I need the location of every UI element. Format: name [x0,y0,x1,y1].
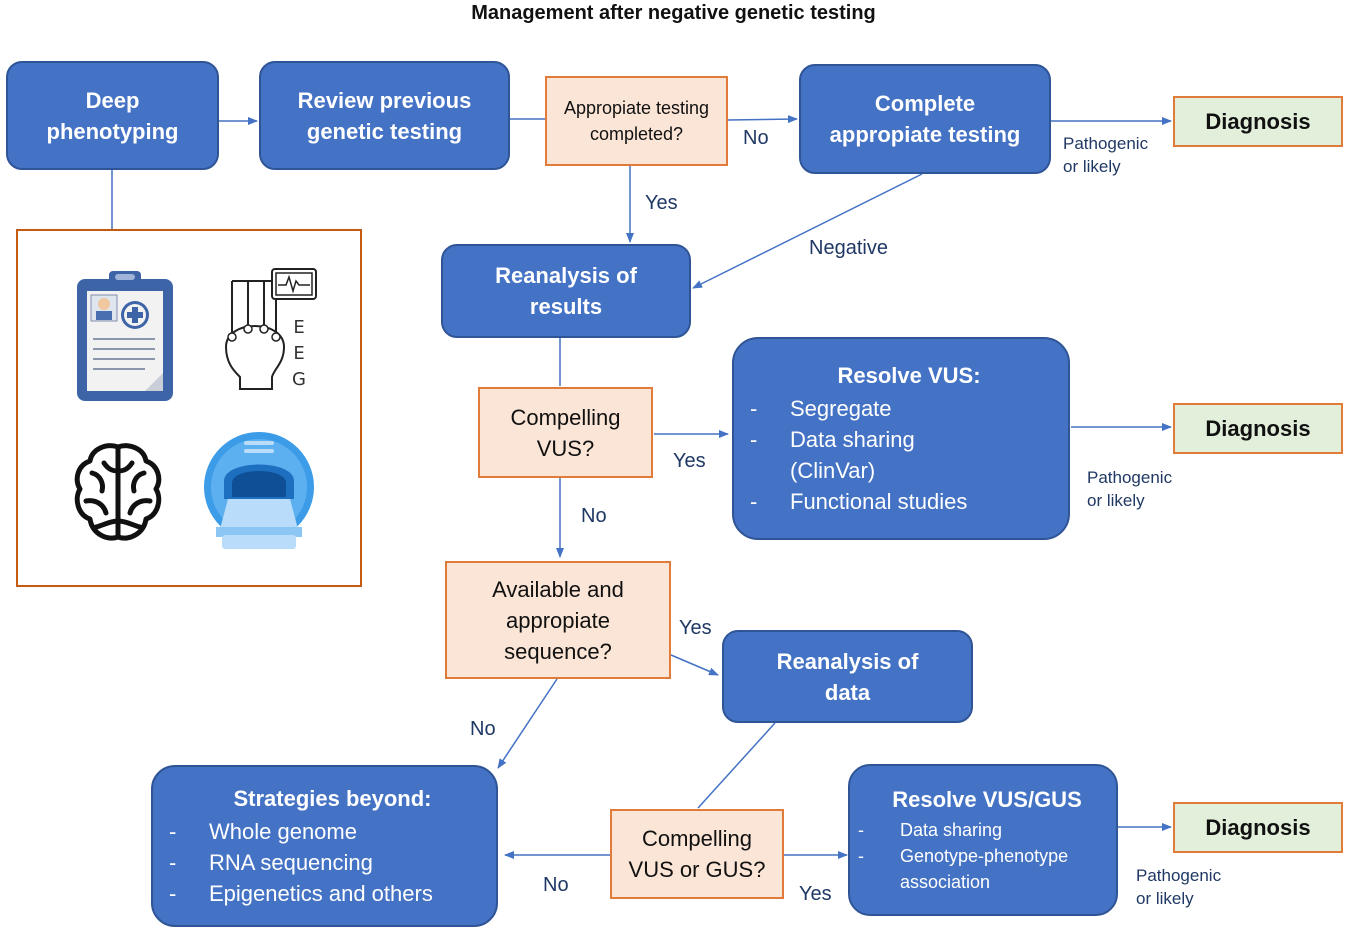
strategies-item-whole-genome: -Whole genome [169,816,357,847]
edge-complete-reanalysis [692,173,923,289]
appropriate-testing-line-1: Appropiate testing [563,98,710,118]
reanalysis-results-line-2: results [529,294,603,319]
diagram-title: Management after negative genetic testin… [471,2,876,24]
pathogenic-2-line-2: or likely [1087,491,1145,510]
reanalysis-results-line-1: Reanalysis of [495,263,637,288]
reanalysis-data-box: Reanalysis of data [722,630,973,723]
complete-testing-box: Complete appropiate testing [799,64,1051,174]
eeg-letter-g: G [292,369,306,390]
compelling-vus-gus-question: Compelling VUS or GUS? [610,809,784,899]
resolve-vus-item-functional: -Functional studies [750,486,967,517]
reanalysis-data-line-1: Reanalysis of [776,648,919,674]
edge-label-pathogenic-3: Pathogenic or likely [1136,864,1221,910]
edge-label-no-2: No [581,505,607,527]
edge-label-yes-1: Yes [645,192,678,214]
available-sequence-line-2: appropiate [506,607,610,633]
strategies-item-rna: -RNA sequencing [169,847,373,878]
edge-question-complete [727,115,798,124]
edge-label-pathogenic-1: Pathogenic or likely [1063,132,1148,178]
compelling-vus-gus-line-1: Compelling [641,826,753,851]
review-previous-line-1: Review previous [297,87,472,113]
strategies-beyond-heading: Strategies beyond: [233,786,432,811]
phenotyping-icons-panel: E E G [16,229,362,587]
diagnosis-box-3: Diagnosis [1173,802,1343,853]
review-previous-line-2: genetic testing [306,118,463,144]
compelling-vus-question: Compelling VUS? [478,387,653,478]
edge-label-yes-3: Yes [679,617,712,639]
deep-phenotyping-box: Deep phenotyping [6,61,219,170]
edge-label-no-1: No [743,127,769,149]
edge-available-strategies [497,678,558,769]
strategies-item-2: RNA sequencing [209,850,373,875]
appropriate-testing-question: Appropiate testing completed? [545,76,728,166]
compelling-vus-line-2: VUS? [536,435,595,461]
resolve-vus-heading: Resolve VUS: [837,363,981,388]
diagnosis-box-2: Diagnosis [1173,403,1343,454]
diagnosis-box-1: Diagnosis [1173,96,1343,147]
pathogenic-2-line-1: Pathogenic [1087,468,1173,487]
brain-icon [74,443,162,541]
edge-label-yes-2: Yes [673,450,706,472]
pathogenic-1-line-2: or likely [1063,157,1121,176]
resolve-gus-item-2: Genotype-phenotype [900,846,1069,866]
resolve-vus-item-segregate: -Segregate [750,393,892,424]
pathogenic-3-line-1: Pathogenic [1136,866,1222,885]
eeg-icon [224,268,317,390]
resolve-vus-item-2: Data sharing [790,427,915,452]
strategies-item-3: Epigenetics and others [209,881,433,906]
available-sequence-question: Available and appropiate sequence? [445,561,671,679]
edge-available-reanalysis-data [670,654,719,676]
edge-reanalysis-data-compelling [697,722,776,809]
edge-label-yes-4: Yes [799,883,832,905]
edge-label-no-3: No [470,718,496,740]
reanalysis-data-line-2: data [824,679,871,705]
resolve-vus-item-4: Functional studies [790,489,968,514]
resolve-gus-item-association: association [858,869,990,895]
eeg-letter-e1: E [293,317,305,338]
resolve-vus-box: Resolve VUS: -Segregate -Data sharing (C… [732,337,1070,540]
strategies-item-epigenetics: -Epigenetics and others [169,878,433,909]
resolve-gus-item-3: association [900,872,991,892]
reanalysis-results-box: Reanalysis of results [441,244,691,338]
available-sequence-line-1: Available and [492,576,624,602]
available-sequence-line-3: sequence? [504,638,612,664]
deep-phenotyping-line-2: phenotyping [46,118,179,144]
resolve-vus-gus-heading: Resolve VUS/GUS [892,787,1082,812]
strategies-beyond-box: Strategies beyond: -Whole genome -RNA se… [151,765,498,927]
resolve-gus-item-genotype: -Genotype-phenotype [858,843,1068,869]
complete-testing-line-1: Complete [874,91,976,116]
resolve-vus-item-clinvar: (ClinVar) [750,455,875,486]
eeg-letters: E E G [292,315,306,393]
edge-label-negative: Negative [809,237,888,259]
compelling-vus-gus-line-2: VUS or GUS? [628,857,766,882]
strategies-item-1: Whole genome [209,819,357,844]
review-previous-testing-box: Review previous genetic testing [259,61,510,170]
resolve-vus-item-1: Segregate [790,396,892,421]
pathogenic-3-line-2: or likely [1136,889,1194,908]
resolve-vus-item-3: (ClinVar) [790,458,876,483]
edge-label-pathogenic-2: Pathogenic or likely [1087,466,1172,512]
compelling-vus-line-1: Compelling [510,404,621,430]
complete-testing-line-2: appropiate testing [829,122,1021,147]
eeg-letter-e2: E [293,343,305,364]
resolve-vus-gus-box: Resolve VUS/GUS -Data sharing -Genotype-… [848,764,1118,916]
resolve-vus-item-data-sharing: -Data sharing [750,424,915,455]
mri-scanner-icon [204,432,314,549]
resolve-gus-item-data-sharing: -Data sharing [858,817,1002,843]
pathogenic-1-line-1: Pathogenic [1063,134,1149,153]
appropriate-testing-line-2: completed? [589,124,684,144]
deep-phenotyping-line-1: Deep [85,87,140,113]
resolve-gus-item-1: Data sharing [900,820,1003,840]
clinical-record-icon [77,271,173,401]
edge-label-no-4: No [543,874,569,896]
